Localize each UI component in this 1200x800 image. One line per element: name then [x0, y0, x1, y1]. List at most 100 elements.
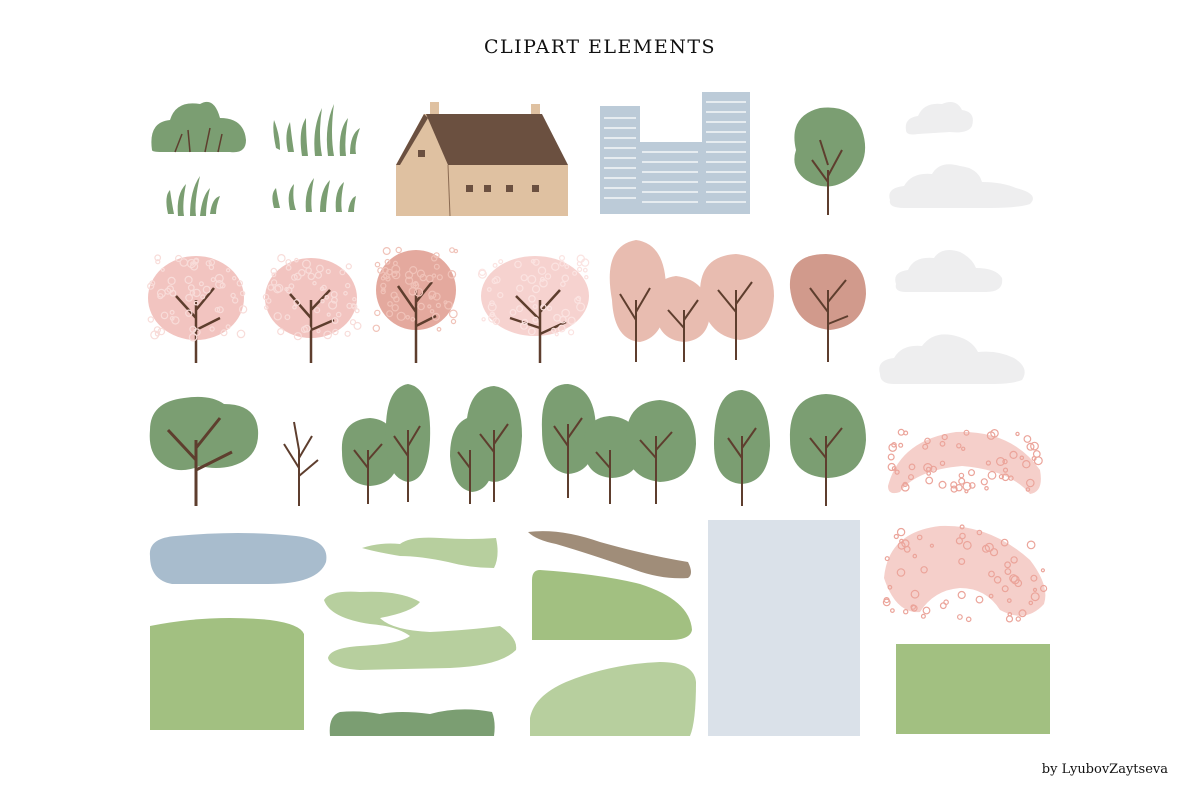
blossom-dot [277, 328, 285, 336]
blossom-dot [374, 261, 381, 268]
blossom-dot [1025, 487, 1031, 492]
blossom-dot [959, 532, 966, 540]
blossom-dot [392, 260, 398, 266]
blossom-dot [239, 290, 246, 297]
blossom-dot [963, 429, 970, 436]
blossom-dot [350, 303, 356, 309]
bush-element [151, 101, 246, 153]
blossom-dot [349, 319, 357, 326]
blossom-dot [150, 330, 160, 340]
blossom-dot [293, 332, 302, 341]
blossom-tree-1 [148, 256, 244, 363]
green-tree-oval [714, 390, 770, 506]
blossom-dot [990, 428, 999, 438]
blossom-dot [285, 264, 292, 271]
blossom-dot [1002, 458, 1008, 465]
blossom-dot [962, 540, 972, 550]
blossom-dot [957, 590, 966, 600]
blossom-dot [193, 300, 199, 306]
blossom-dot [532, 316, 539, 323]
blossom-dot [274, 283, 284, 293]
blossom-dot [293, 299, 301, 307]
green-tree-pair-1 [341, 384, 431, 504]
hill-element-1 [532, 570, 692, 640]
green-tree-round [789, 394, 866, 506]
rose-tree-element [789, 254, 866, 362]
blossom-dot [939, 602, 947, 610]
blossom-dot [939, 460, 946, 466]
blossom-dot [540, 304, 547, 311]
blossom-dot [200, 294, 206, 300]
blossom-dot [314, 271, 322, 279]
blossom-dot [433, 252, 440, 259]
blossom-dot [273, 285, 282, 294]
blossom-dot [298, 269, 306, 277]
blossom-dot [184, 275, 193, 284]
blossom-dot [326, 312, 331, 317]
blossom-dot [409, 266, 418, 275]
blossom-dot [967, 469, 975, 477]
blossom-dot [976, 529, 983, 536]
blossom-dot [284, 314, 291, 321]
green-tree-group [541, 384, 696, 504]
blossom-dot [920, 566, 928, 574]
blossom-dot [509, 309, 517, 316]
blossom-dot [147, 282, 155, 290]
blossom-dot [922, 606, 931, 615]
blossom-dot [427, 304, 432, 309]
blossom-dot [187, 284, 195, 292]
blossom-dot [920, 613, 926, 619]
blossom-dot [975, 595, 984, 604]
blossom-dot [477, 269, 487, 279]
blossom-dot [386, 310, 394, 318]
blossom-dot [987, 470, 997, 480]
blossom-dot [171, 316, 180, 325]
blossom-dot [559, 260, 566, 267]
blossom-dot [888, 443, 898, 452]
blossom-dot [539, 276, 545, 282]
blossom-dot [584, 275, 589, 280]
blossom-dot [414, 287, 424, 297]
blossom-dot [553, 313, 561, 322]
blossom-dot [292, 304, 297, 310]
blossom-dot [574, 296, 581, 304]
blossom-dot [328, 300, 338, 310]
blossom-dot [1033, 456, 1043, 466]
blossom-dot [215, 280, 224, 289]
blossom-dot [580, 258, 590, 267]
blossom-dot [492, 262, 498, 268]
blossom-dot [267, 284, 275, 291]
blossom-dot [167, 276, 176, 285]
blossom-dot [436, 274, 443, 281]
blossom-dot [395, 246, 402, 254]
blossom-dot [903, 430, 909, 436]
blossom-dot [410, 282, 417, 289]
blossom-dot [925, 476, 934, 485]
blossom-dot [312, 281, 317, 286]
blossom-dot [887, 453, 895, 461]
blossom-dot [941, 434, 948, 441]
blossom-dot [924, 437, 931, 445]
field-element-1 [150, 618, 304, 730]
blossom-dot [532, 304, 538, 310]
blossom-dot [372, 324, 380, 332]
blossom-dot [263, 305, 269, 310]
blossom-dot [277, 254, 286, 263]
blossom-dot [582, 267, 588, 273]
blossom-dot [955, 484, 963, 492]
blossom-dot [185, 293, 194, 302]
blossom-dot [486, 287, 492, 292]
blossom-dot [1022, 460, 1031, 469]
blossom-dot [391, 304, 399, 312]
blossom-dot [893, 533, 899, 540]
blossom-dot [166, 285, 175, 293]
blossom-dot [575, 295, 582, 302]
blossom-dot [412, 281, 420, 289]
blossom-dot [1004, 561, 1011, 569]
blossom-dot [1006, 598, 1012, 603]
blossom-dot [908, 463, 916, 471]
blossom-dot [450, 318, 457, 325]
blossom-dot [285, 259, 292, 266]
blossom-dot [354, 308, 360, 314]
blossom-dot [884, 556, 890, 562]
